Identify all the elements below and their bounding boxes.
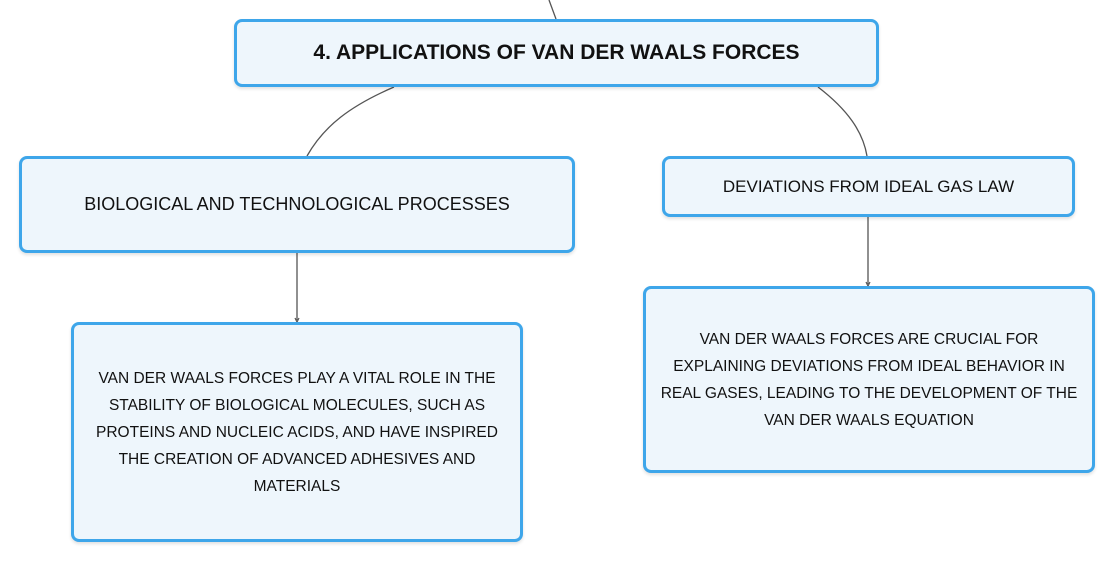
branch-node-biological-technological[interactable]: BIOLOGICAL AND TECHNOLOGICAL PROCESSES [19,156,575,253]
branch-node-ideal-gas-deviations[interactable]: DEVIATIONS FROM IDEAL GAS LAW [662,156,1075,217]
branch-node-label: BIOLOGICAL AND TECHNOLOGICAL PROCESSES [84,194,510,214]
branch-node-label: DEVIATIONS FROM IDEAL GAS LAW [722,176,1015,196]
connector-root-to-deviations [817,86,868,157]
detail-node-ideal-gas-deviations[interactable]: VAN DER WAALS FORCES ARE CRUCIAL FOR EXP… [643,286,1095,473]
detail-node-text: VAN DER WAALS FORCES ARE CRUCIAL FOR EXP… [660,330,1078,429]
detail-node-text: VAN DER WAALS FORCES PLAY A VITAL ROLE I… [96,369,498,495]
root-node[interactable]: 4. APPLICATIONS OF VAN DER WAALS FORCES [234,19,879,87]
detail-node-biological-technological[interactable]: VAN DER WAALS FORCES PLAY A VITAL ROLE I… [71,322,523,542]
root-node-label: 4. APPLICATIONS OF VAN DER WAALS FORCES [313,41,800,64]
connector-root-to-biological [306,86,395,157]
connector-incoming [548,0,557,20]
